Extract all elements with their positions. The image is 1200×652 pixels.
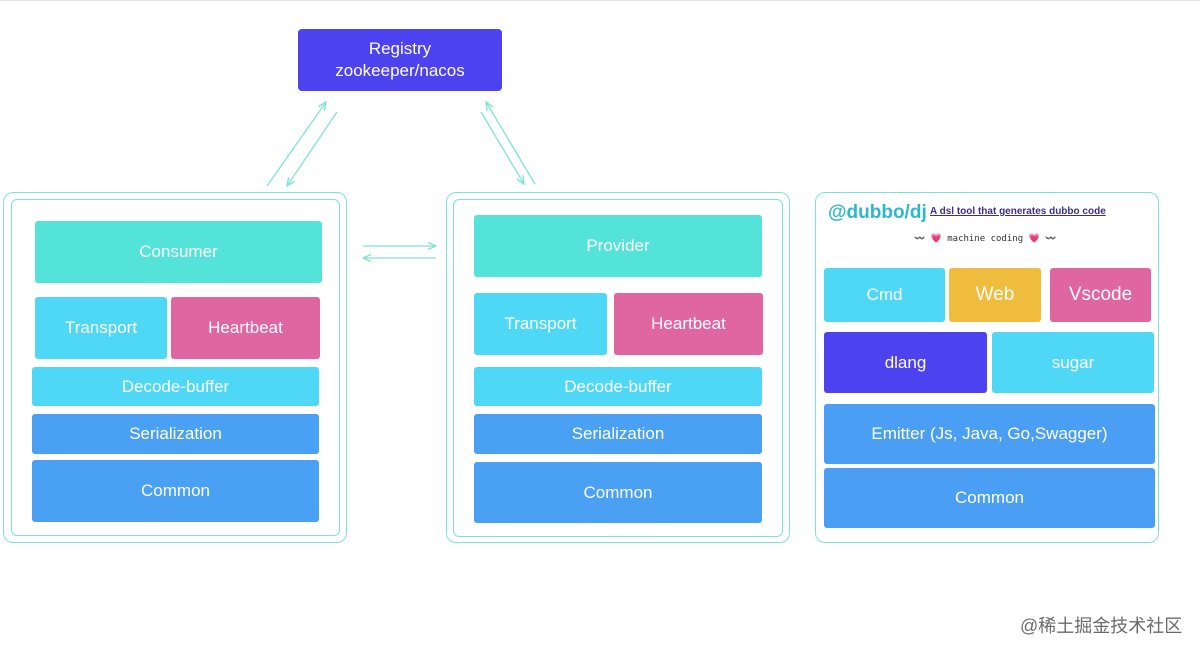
top-divider (0, 0, 1200, 1)
provider-common-box: Common (474, 462, 762, 523)
provider-frame-inner (453, 199, 783, 537)
consumer-serialization-box: Serialization (32, 414, 319, 454)
dj-dlang-box: dlang (824, 332, 987, 393)
provider-transport-box: Transport (474, 293, 607, 355)
dj-title: @dubbo/dj (828, 202, 927, 223)
consumer-heartbeat-box: Heartbeat (171, 297, 320, 359)
provider-frame-outer (446, 192, 790, 543)
registry-to-provider-arrow (480, 111, 524, 184)
dj-web-box: Web (949, 268, 1041, 322)
consumer-to-registry-arrow (266, 102, 326, 187)
dj-vscode-box: Vscode (1050, 268, 1151, 322)
consumer-common-box: Common (32, 460, 319, 522)
provider-decode-buffer-box: Decode-buffer (474, 367, 762, 406)
dj-tagline: 〰️ 💗 machine coding 💗 〰️ (914, 234, 1057, 244)
consumer-transport-box: Transport (35, 297, 167, 359)
consumer-frame-outer (3, 192, 347, 543)
provider-serialization-box: Serialization (474, 414, 762, 454)
registry-to-consumer-arrow (287, 111, 338, 186)
consumer-frame-inner (11, 199, 340, 536)
dj-subtitle-link[interactable]: A dsl tool that generates dubbo code (930, 206, 1106, 217)
provider-to-registry-arrow (486, 102, 536, 185)
registry-subtitle: zookeeper/nacos (335, 61, 465, 80)
dj-frame (815, 192, 1159, 543)
registry-box: Registry zookeeper/nacos (298, 29, 502, 91)
consumer-box: Consumer (35, 221, 322, 283)
watermark: @稀土掘金技术社区 (1020, 616, 1183, 636)
provider-box: Provider (474, 215, 762, 277)
provider-heartbeat-box: Heartbeat (614, 293, 763, 355)
consumer-decode-buffer-box: Decode-buffer (32, 367, 319, 406)
dj-common-box: Common (824, 468, 1155, 528)
dj-cmd-box: Cmd (824, 268, 945, 322)
registry-title: Registry (368, 39, 432, 58)
dj-emitter-box: Emitter (Js, Java, Go,Swagger) (824, 404, 1155, 464)
dj-sugar-box: sugar (992, 332, 1154, 393)
